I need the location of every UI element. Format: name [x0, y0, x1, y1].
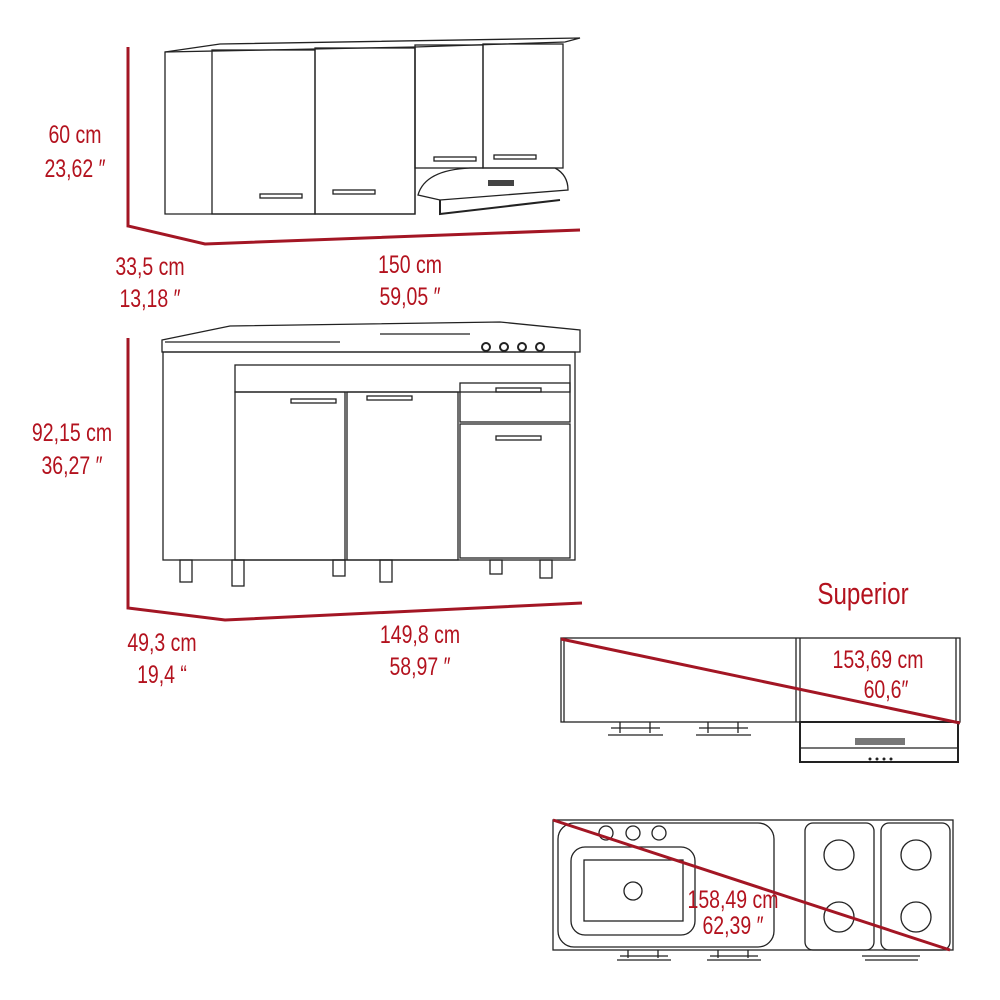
- base-width-in: 58,97 ″: [389, 653, 450, 681]
- wall-cabinet-dimension-lines: [126, 47, 581, 246]
- base-cabinet-drawing: [161, 321, 581, 587]
- hood-top-view: [799, 721, 959, 763]
- base-height-in: 36,27 ″: [41, 452, 102, 480]
- wall-cabinet-top-view: [560, 637, 961, 763]
- drain-icon: [623, 881, 643, 901]
- wall-cabinet-drawing: [164, 37, 581, 216]
- stove-knobs: [481, 342, 545, 352]
- burner-panel-right: [880, 822, 951, 951]
- base-diagonal-in: 62,39 ″: [702, 912, 763, 940]
- base-height-cm: 92,15 cm: [32, 419, 112, 447]
- wall-diagonal-cm: 153,69 cm: [832, 646, 923, 674]
- base-width-cm: 149,8 cm: [380, 621, 460, 649]
- top-view-title: Superior: [817, 576, 908, 611]
- wall-diagonal-in: 60,6″: [864, 676, 909, 704]
- sink-area: [557, 822, 775, 948]
- countertop-top-view: [552, 818, 954, 961]
- range-hood: [417, 167, 569, 201]
- base-depth-in: 19,4 “: [137, 661, 187, 689]
- cabinet-legs: [179, 559, 553, 587]
- wall-depth-cm: 33,5 cm: [115, 253, 184, 281]
- hood-vent: [488, 180, 514, 186]
- wall-width-in: 59,05 ″: [379, 283, 440, 311]
- wall-height-cm: 60 cm: [48, 121, 101, 149]
- burner-panel-left: [804, 822, 875, 951]
- base-cabinet-dimension-lines: [126, 338, 583, 622]
- wall-width-cm: 150 cm: [378, 251, 442, 279]
- base-diagonal-cm: 158,49 cm: [687, 886, 778, 914]
- wall-depth-in: 13,18 ″: [119, 285, 180, 313]
- base-depth-cm: 49,3 cm: [127, 629, 196, 657]
- wall-height-in: 23,62 ″: [44, 155, 105, 183]
